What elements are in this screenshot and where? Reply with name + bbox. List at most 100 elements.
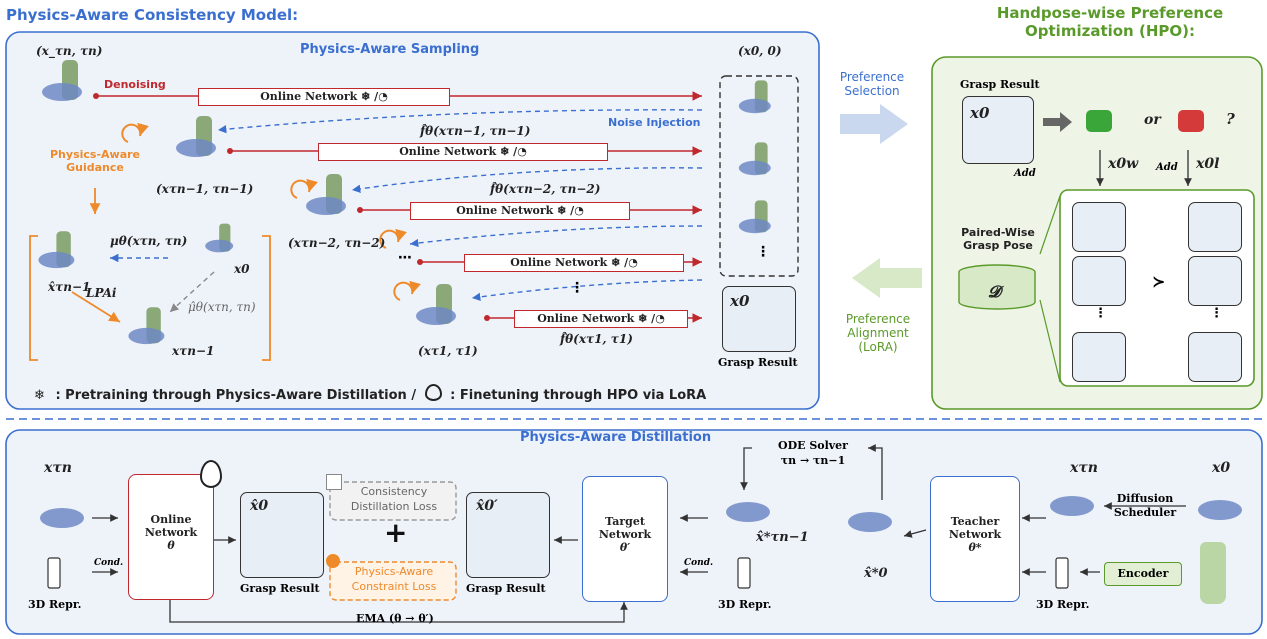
pair-thumb-l3: [1188, 332, 1242, 382]
label-x-tau-n2: (xτn−2, τn−2): [288, 236, 386, 250]
teacher-line1: Teacher: [950, 515, 1000, 528]
target-theta: θ′: [619, 541, 631, 554]
mu-hat: μ̂θ(xτn, τn): [188, 300, 256, 314]
consistency-line1: Consistency: [360, 485, 428, 498]
noise-injection-label: Noise Injection: [608, 116, 701, 129]
grasp-result-distill-1: Grasp Result: [240, 582, 320, 595]
cond-label-2: Cond.: [684, 558, 714, 568]
plus-symbol: +: [384, 516, 408, 549]
distill-x0-right: x0: [1212, 460, 1231, 476]
hpo-add1: Add: [1014, 168, 1036, 179]
hand-x-hat-star: [726, 502, 770, 522]
label-x-n1: xτn−1: [172, 344, 215, 358]
v-dots-sampling: ⋮: [570, 280, 584, 296]
v-dots-results: ⋮: [756, 244, 770, 260]
soap-bottle-pointcloud: [1200, 542, 1226, 604]
hpo-add2: Add: [1156, 162, 1178, 173]
hpo-title-line1: Handpose-wise Preference: [996, 4, 1224, 22]
distill-grasp-thumb-1: [240, 492, 324, 578]
hpo-vdots-left: ⋮: [1094, 306, 1107, 321]
hpo-grasp-thumb: [962, 96, 1034, 164]
consistency-loss-label: Consistency Distillation Loss: [336, 484, 452, 514]
denoising-label: Denoising: [104, 78, 166, 91]
fire-icon: [200, 460, 222, 488]
hpo-x0: x0: [970, 104, 990, 122]
legend: ❄ : Pretraining through Physics-Aware Di…: [34, 384, 706, 403]
hand-x-tau-n: [40, 508, 84, 528]
repr-label-2: 3D Repr.: [718, 598, 772, 611]
fire-icon: [424, 384, 442, 401]
dataset-symbol: 𝓓: [988, 282, 1001, 301]
glyph-n1: [176, 116, 216, 157]
legend-finetune: : Finetuning through HPO via LoRA: [450, 388, 707, 403]
label-x0-guidance: x0: [234, 262, 250, 276]
online-network-5: Online Network ❄ /◔: [514, 310, 688, 328]
label-l-pa: LPAi: [86, 286, 117, 300]
consistency-model-title: Physics-Aware Consistency Model:: [6, 6, 299, 24]
teacher-theta: θ*: [968, 541, 982, 554]
chart-icon: [326, 474, 342, 490]
hpo-vdots-right: ⋮: [1210, 306, 1223, 321]
hand-x-tau-n-right: [1050, 496, 1094, 516]
glyph-res1: [738, 80, 771, 114]
guidance-line1: Physics-Aware: [50, 148, 140, 161]
h-dots: ⋯: [398, 250, 412, 266]
results-dashed-box: [719, 75, 799, 277]
glyph-start: [42, 60, 82, 101]
hand-x0-hat-star: [848, 512, 892, 532]
label-x-tau-n: (x_τn, τn): [36, 44, 103, 58]
mu-theta: μθ(xτn, τn): [110, 234, 188, 248]
ema-label: EMA (θ → θ′): [356, 612, 434, 625]
online-line2: Network: [144, 526, 198, 539]
online-network-3: Online Network ❄ /◔: [410, 202, 630, 220]
label-x-tau-n1: (xτn−1, τn−1): [156, 182, 254, 196]
guidance-line2: Guidance: [66, 161, 124, 174]
distill-grasp-thumb-2: [466, 492, 550, 578]
teacher-line2: Network: [948, 528, 1002, 541]
consistency-line2: Distillation Loss: [350, 500, 438, 513]
glyph-res2: [738, 142, 771, 176]
label-x-hat-n1: x̂τn−1: [48, 280, 91, 294]
distill-x0-hat-star: x̂*0: [864, 566, 888, 581]
repr-label-1: 3D Repr.: [28, 598, 82, 611]
thumbs-down-icon: [1178, 110, 1204, 132]
online-network-2: Online Network ❄ /◔: [318, 143, 608, 161]
ode-line2: τn → τn−1: [780, 454, 846, 467]
pair-thumb-l1: [1188, 202, 1242, 252]
pref-align-line3: (LoRA): [858, 340, 898, 354]
constraint-loss-box: [329, 561, 457, 601]
snowflake-icon: ❄: [34, 388, 45, 403]
online-theta: θ: [167, 539, 175, 552]
gear-icon: [326, 554, 340, 568]
glyph-x0: [205, 223, 234, 253]
ode-line1: ODE Solver: [778, 439, 848, 452]
online-network-4: Online Network ❄ /◔: [464, 254, 684, 272]
pair-thumb-w3: [1072, 332, 1126, 382]
f-theta-1: f̂θ(xτ1, τ1): [560, 332, 633, 346]
ode-solver-label: ODE Solver τn → τn−1: [758, 438, 868, 468]
grasp-result-thumb-sampling: [722, 286, 796, 352]
paired-line2: Grasp Pose: [963, 239, 1033, 252]
preference-alignment-label: Preference Alignment (LoRA): [828, 312, 928, 354]
constraint-loss-label: Physics-Aware Constraint Loss: [336, 564, 452, 594]
preference-selection-arrow: [840, 104, 908, 144]
hpo-x0w: x0w: [1108, 156, 1139, 172]
sampling-title: Physics-Aware Sampling: [300, 42, 480, 57]
teacher-network-box: Teacher Network θ*: [930, 476, 1020, 602]
distill-x0-hat: x̂0: [250, 498, 269, 514]
target-network-box: Target Network θ′: [582, 476, 668, 602]
repr-label-3: 3D Repr.: [1036, 598, 1090, 611]
constraint-line2: Constraint Loss: [351, 580, 437, 593]
distill-x-tau-n-right: xτn: [1070, 460, 1098, 476]
pref-sel-line2: Selection: [844, 84, 900, 98]
grasp-result-distill-2: Grasp Result: [466, 582, 546, 595]
pref-align-line1: Preference: [845, 312, 911, 326]
f-theta-n1: f̂θ(xτn−1, τn−1): [420, 124, 531, 138]
physics-aware-guidance: Physics-Aware Guidance: [40, 148, 150, 174]
diffusion-scheduler-label: Diffusion Scheduler: [1110, 492, 1180, 520]
paired-wise-label: Paired-Wise Grasp Pose: [950, 226, 1046, 252]
hpo-grasp-result: Grasp Result: [960, 78, 1040, 91]
pref-align-line2: Alignment: [847, 326, 909, 340]
consistency-loss-box: [329, 481, 457, 521]
thumbs-up-icon: [1086, 110, 1112, 132]
